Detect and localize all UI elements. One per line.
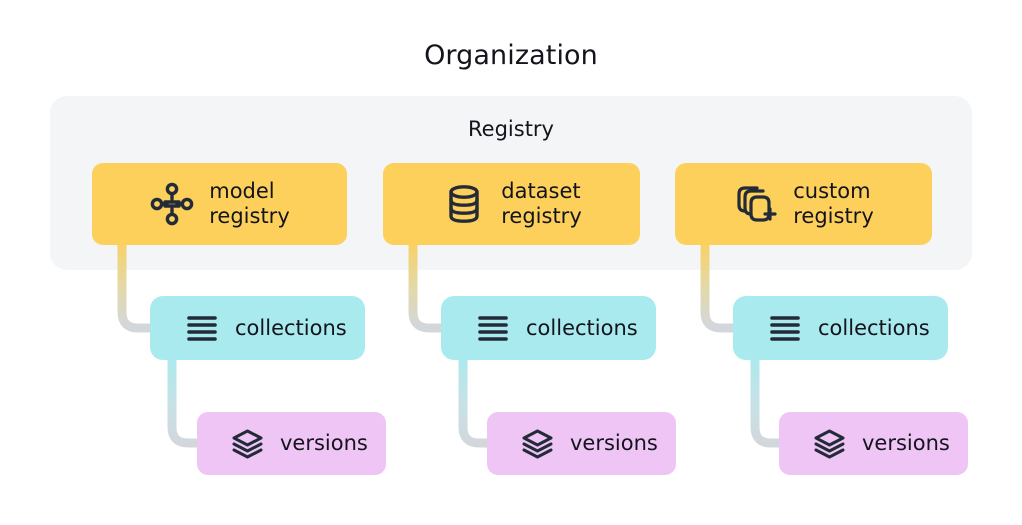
card-model-registry[interactable]: model registry xyxy=(92,163,347,245)
list-lines-icon xyxy=(185,311,219,345)
card-label: custom registry xyxy=(793,179,874,228)
list-lines-icon xyxy=(768,311,802,345)
database-cylinder-icon xyxy=(441,181,487,227)
card-label: collections xyxy=(235,315,347,340)
list-lines-icon xyxy=(476,311,510,345)
card-label: model registry xyxy=(209,179,290,228)
card-collections-dataset[interactable]: collections xyxy=(441,296,656,360)
card-versions-dataset[interactable]: versions xyxy=(487,412,676,475)
card-label: versions xyxy=(570,431,658,456)
layers-stack-icon xyxy=(231,427,264,460)
card-versions-custom[interactable]: versions xyxy=(779,412,968,475)
layers-stack-icon xyxy=(521,427,554,460)
card-label: collections xyxy=(526,315,638,340)
layers-stack-icon xyxy=(813,427,846,460)
card-collections-model[interactable]: collections xyxy=(150,296,365,360)
card-label: dataset registry xyxy=(501,179,582,228)
stacked-squares-plus-icon xyxy=(733,181,779,227)
card-label: collections xyxy=(818,315,930,340)
card-dataset-registry[interactable]: dataset registry xyxy=(383,163,640,245)
card-label: versions xyxy=(280,431,368,456)
page-title: Organization xyxy=(424,40,598,71)
registry-panel-title: Registry xyxy=(468,117,554,141)
card-versions-model[interactable]: versions xyxy=(197,412,386,475)
card-collections-custom[interactable]: collections xyxy=(733,296,948,360)
card-label: versions xyxy=(862,431,950,456)
card-custom-registry[interactable]: custom registry xyxy=(675,163,932,245)
model-graph-icon xyxy=(149,181,195,227)
